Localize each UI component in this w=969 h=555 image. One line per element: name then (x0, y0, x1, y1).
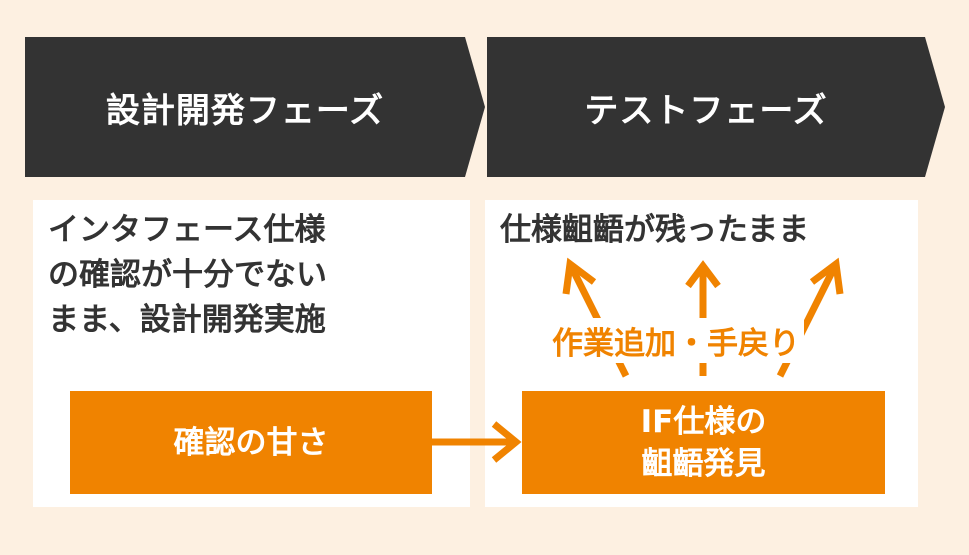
test-phase-chevron (487, 37, 945, 177)
insufficient-check-box: 確認の甘さ (70, 391, 432, 494)
description-line: まま、設計開発実施 (48, 302, 326, 338)
design-description: インタフェース仕様 の確認が十分でない まま、設計開発実施 (48, 208, 327, 343)
if-spec-mismatch-box: IF仕様の 齟齬発見 (522, 391, 885, 494)
design-phase-chevron (25, 37, 485, 177)
test-phase-title: テストフェーズ (584, 90, 828, 131)
spec-mismatch-heading: 仕様齟齬が残ったまま (500, 212, 810, 248)
box-line: IF仕様の (640, 403, 767, 440)
box-line: 齟齬発見 (641, 445, 766, 482)
description-line: の確認が十分でない (48, 257, 327, 293)
design-phase-title: 設計開発フェーズ (105, 90, 385, 131)
description-line: インタフェース仕様 (48, 212, 326, 248)
rework-label: 作業追加・手戻り (548, 318, 804, 363)
